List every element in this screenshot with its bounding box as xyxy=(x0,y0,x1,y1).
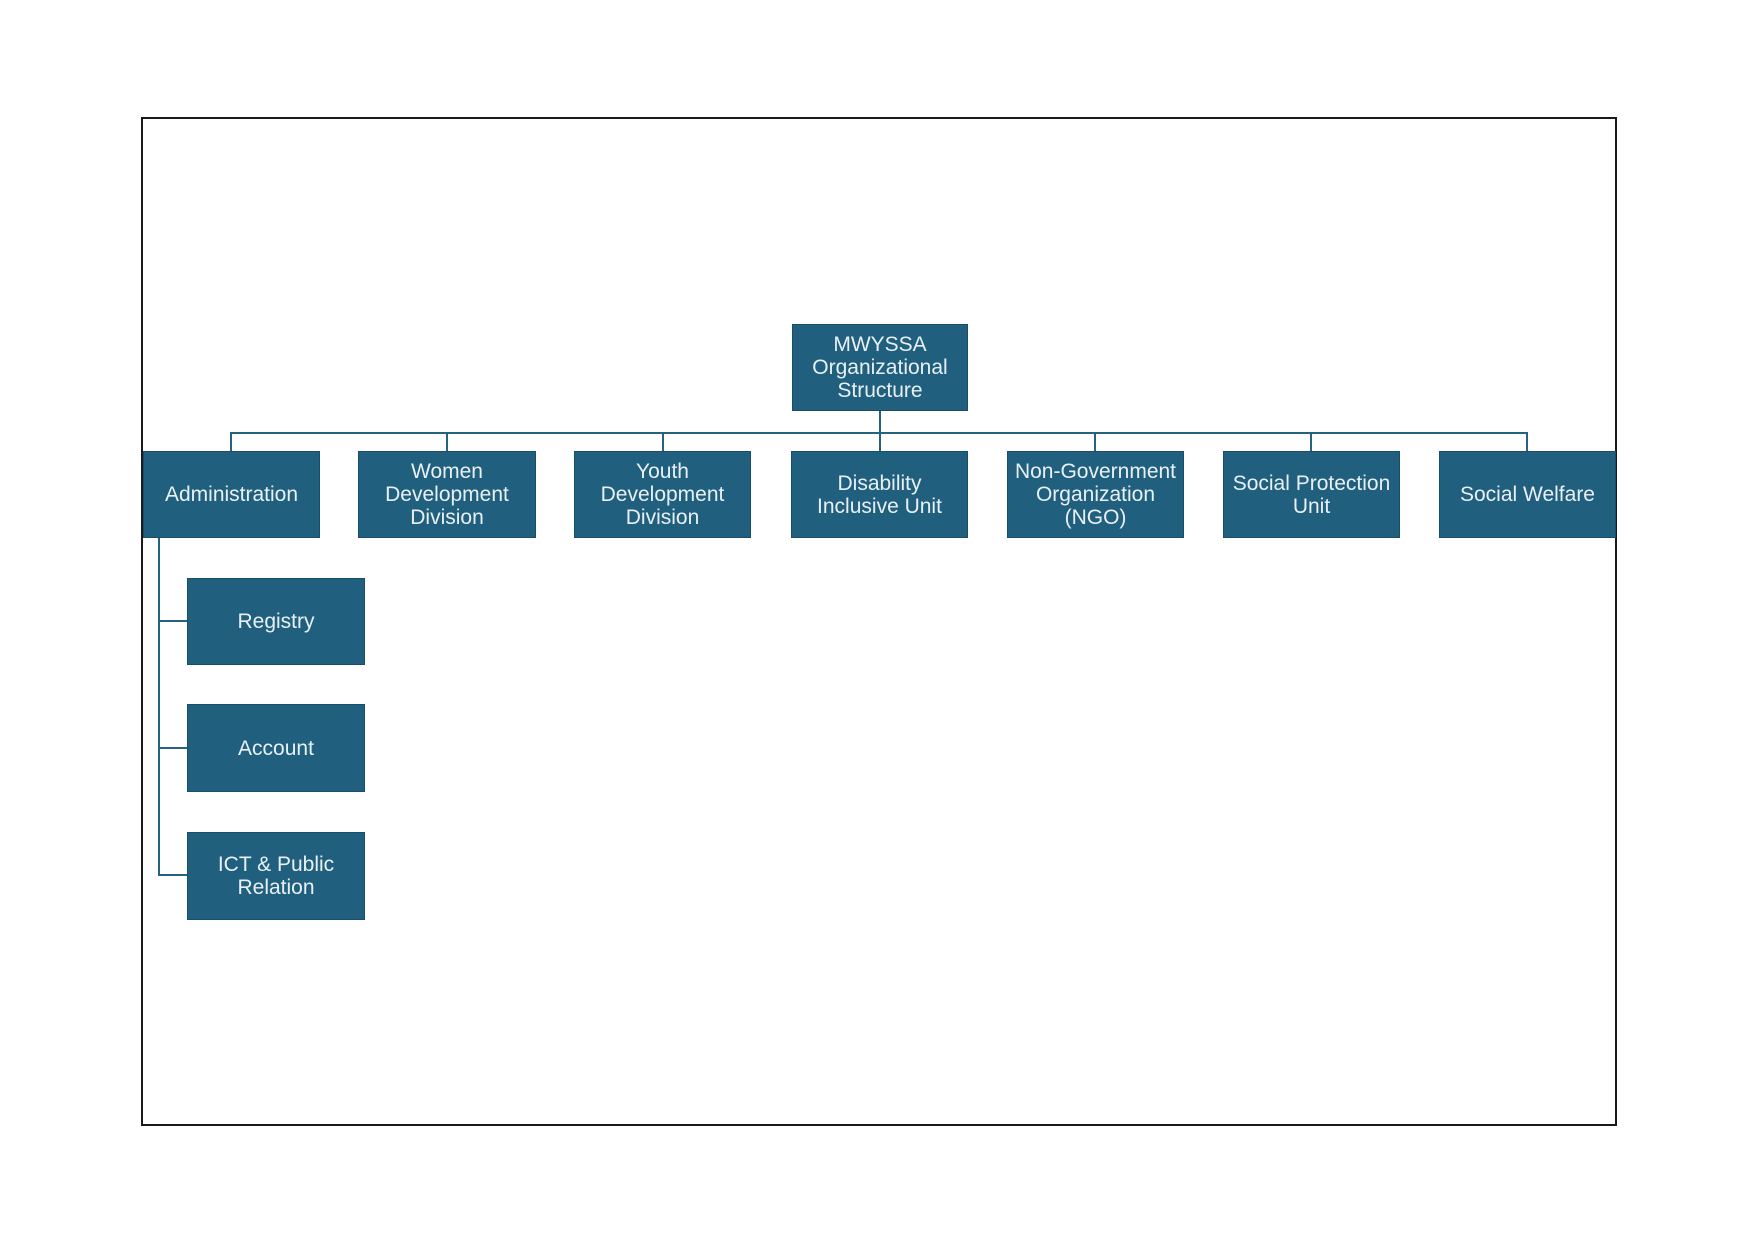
connector-drop-social-welfare xyxy=(1526,432,1528,451)
org-node-women-development-division: Women Development Division xyxy=(358,451,536,538)
connector-drop-disability-unit xyxy=(879,432,881,451)
org-node-administration: Administration xyxy=(143,451,320,538)
connector-drop-social-protection xyxy=(1310,432,1312,451)
org-node-youth-development-division: Youth Development Division xyxy=(574,451,751,538)
connector-stub-ict-public-relation xyxy=(158,874,187,876)
org-node-account: Account xyxy=(187,704,365,792)
diagram-frame xyxy=(141,117,1617,1126)
connector-stub-account xyxy=(158,747,187,749)
connector-administration-trunk xyxy=(158,538,160,876)
org-node-root: MWYSSA Organizational Structure xyxy=(792,324,968,411)
org-node-registry: Registry xyxy=(187,578,365,665)
org-node-social-protection-unit: Social Protection Unit xyxy=(1223,451,1400,538)
org-node-ict-public-relation: ICT & Public Relation xyxy=(187,832,365,920)
connector-drop-youth-development xyxy=(662,432,664,451)
connector-root-drop xyxy=(879,411,881,433)
connector-drop-administration xyxy=(230,432,232,451)
org-node-social-welfare: Social Welfare xyxy=(1439,451,1616,538)
connector-drop-ngo xyxy=(1094,432,1096,451)
org-node-non-government-organization: Non-Government Organization (NGO) xyxy=(1007,451,1184,538)
connector-drop-women-development xyxy=(446,432,448,451)
org-node-disability-inclusive-unit: Disability Inclusive Unit xyxy=(791,451,968,538)
connector-stub-registry xyxy=(158,620,187,622)
